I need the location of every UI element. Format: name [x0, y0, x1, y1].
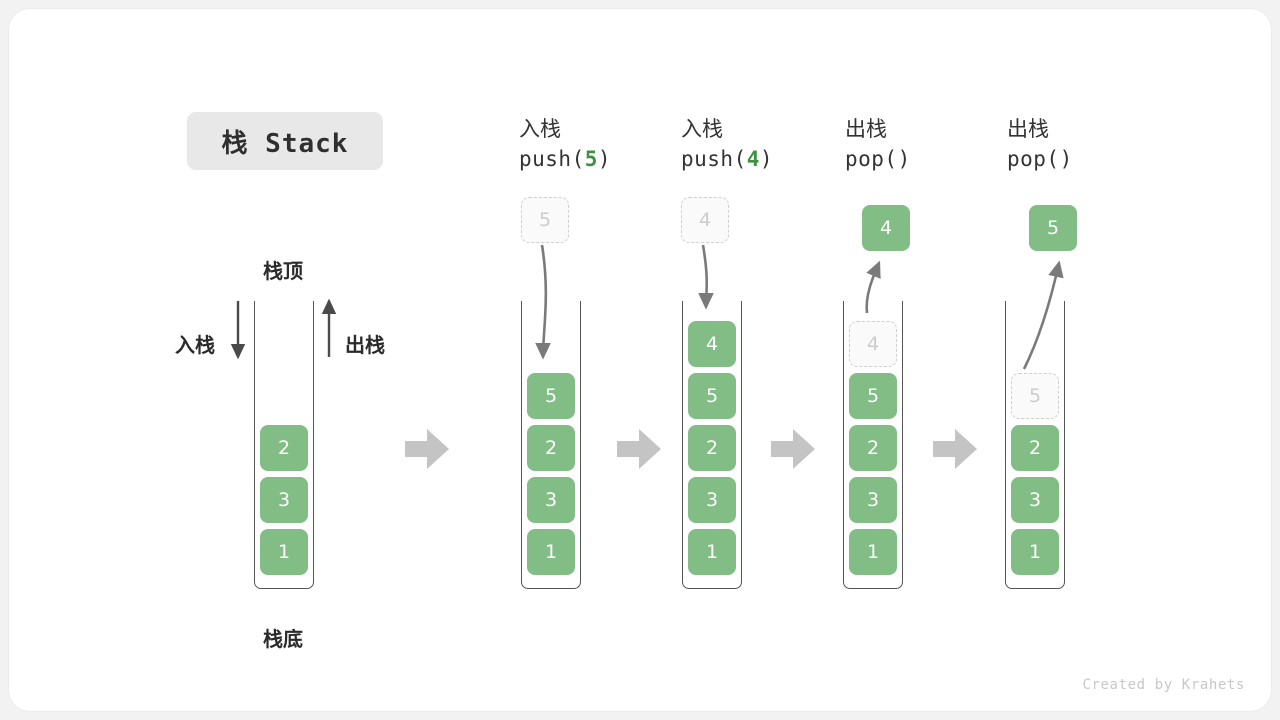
vacated-ghost-cell: 4 — [849, 321, 897, 367]
stack-cell: 4 — [688, 321, 736, 367]
stack-cell: 2 — [849, 425, 897, 471]
diagram-stage: 栈 Stack 栈顶 栈底 入栈 出栈 2 3 1 入栈 push(5) 5 5… — [9, 9, 1271, 711]
operation-label-pop-1: 出栈 pop() — [845, 114, 911, 175]
diagram-card: 栈 Stack 栈顶 栈底 入栈 出栈 2 3 1 入栈 push(5) 5 5… — [8, 8, 1272, 712]
stack-cell: 3 — [849, 477, 897, 523]
stack-container-4 — [1005, 301, 1065, 589]
stack-container-0 — [254, 301, 314, 589]
stack-container-2 — [682, 301, 742, 589]
stack-cell: 5 — [688, 373, 736, 419]
stack-cell: 1 — [527, 529, 575, 575]
operation-code-text: pop() — [1007, 147, 1073, 172]
stack-cell: 2 — [260, 425, 308, 471]
stack-cell: 5 — [849, 373, 897, 419]
incoming-ghost-cell: 4 — [681, 197, 729, 243]
stack-container-3 — [843, 301, 903, 589]
stack-cell: 2 — [1011, 425, 1059, 471]
operation-code-text: push(4) — [681, 147, 774, 172]
stack-cell: 3 — [688, 477, 736, 523]
operation-label-push-4: 入栈 push(4) — [681, 114, 773, 175]
flow-arrow — [617, 429, 661, 469]
stack-cell: 1 — [260, 529, 308, 575]
operation-code-text: push(5) — [519, 147, 612, 172]
operation-cn-text: 出栈 — [1007, 117, 1049, 141]
flow-arrow — [933, 429, 977, 469]
vacated-ghost-cell: 5 — [1011, 373, 1059, 419]
operation-cn-text: 入栈 — [681, 117, 723, 141]
stack-bottom-label: 栈底 — [263, 627, 303, 651]
pop-arrow-5 — [1022, 260, 1064, 370]
stack-cell: 1 — [688, 529, 736, 575]
flow-arrow — [771, 429, 815, 469]
stack-cell: 1 — [849, 529, 897, 575]
stack-cell: 3 — [527, 477, 575, 523]
operation-cn-text: 出栈 — [845, 117, 887, 141]
operation-cn-text: 入栈 — [519, 117, 561, 141]
pop-arrow-4 — [865, 260, 881, 314]
stack-cell: 1 — [1011, 529, 1059, 575]
push-arrow-5 — [535, 244, 551, 360]
operation-code-text: pop() — [845, 147, 911, 172]
operation-label-push-5: 入栈 push(5) — [519, 114, 611, 175]
pop-direction-label: 出栈 — [345, 333, 385, 357]
popped-cell: 5 — [1029, 205, 1077, 251]
stack-cell: 3 — [1011, 477, 1059, 523]
stack-cell: 3 — [260, 477, 308, 523]
stack-cell: 2 — [527, 425, 575, 471]
flow-arrow — [405, 429, 449, 469]
diagram-title-chip: 栈 Stack — [187, 112, 383, 170]
stack-cell: 2 — [688, 425, 736, 471]
popped-cell: 4 — [862, 205, 910, 251]
connector-layer — [230, 244, 1064, 469]
attribution-footer: Created by Krahets — [1082, 677, 1245, 693]
push-direction-label: 入栈 — [175, 333, 215, 357]
operation-label-pop-2: 出栈 pop() — [1007, 114, 1073, 175]
push-arrow-4 — [698, 244, 714, 310]
stack-container-1 — [521, 301, 581, 589]
stack-cell: 5 — [527, 373, 575, 419]
incoming-ghost-cell: 5 — [521, 197, 569, 243]
stack-top-label: 栈顶 — [263, 259, 303, 283]
